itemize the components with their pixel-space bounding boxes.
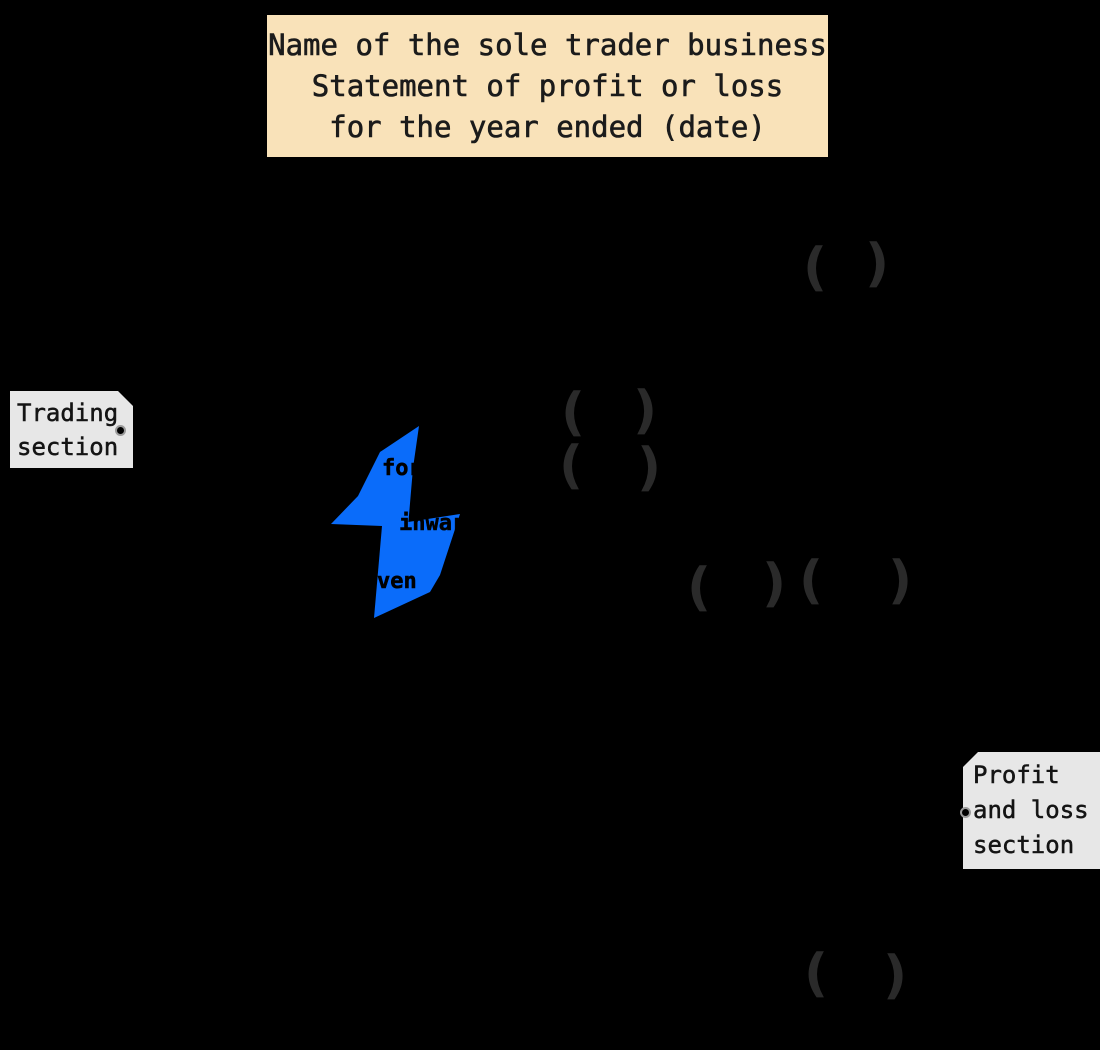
paren-open-expenses: ( xyxy=(799,944,831,1002)
text-fragment-inventory: ven xyxy=(377,569,417,594)
title-line-3: for the year ended (date) xyxy=(329,109,766,144)
trading-tag-line-1: Trading xyxy=(17,398,119,427)
pl-tag-line-3: section xyxy=(973,831,1075,860)
text-fragment-inwards: inwar xyxy=(399,511,466,536)
title-line-2: Statement of profit or loss xyxy=(311,68,784,103)
text-fragment-for: for xyxy=(382,456,422,481)
profit-and-loss-section-tag: Profit and loss section xyxy=(963,752,1100,869)
paren-close-expenses: ) xyxy=(880,946,912,1004)
paren-close-revenue-returns: ) xyxy=(862,234,894,292)
paren-close-cost-of-sales: ) xyxy=(885,551,917,609)
paren-close-closing-inventory: ) xyxy=(759,554,791,612)
title-box: Name of the sole trader business Stateme… xyxy=(267,15,828,157)
paren-open-trading-2: ( xyxy=(554,436,586,494)
paren-close-trading-1: ) xyxy=(630,381,662,439)
title-line-1: Name of the sole trader business xyxy=(268,27,827,62)
paren-close-trading-2: ) xyxy=(634,438,666,496)
profit-and-loss-tag-connector-dot xyxy=(960,807,971,818)
paren-open-revenue-returns: ( xyxy=(798,238,830,296)
pl-tag-line-2: and loss xyxy=(973,796,1089,825)
trading-section-tag: Trading section xyxy=(10,391,133,468)
pl-tag-line-1: Profit xyxy=(973,761,1060,790)
trading-tag-line-2: section xyxy=(17,432,119,461)
paren-open-cost-of-sales: ( xyxy=(794,551,826,609)
paren-open-closing-inventory: ( xyxy=(682,558,714,616)
trading-tag-connector-dot xyxy=(115,425,126,436)
paren-open-trading-1: ( xyxy=(556,383,588,441)
